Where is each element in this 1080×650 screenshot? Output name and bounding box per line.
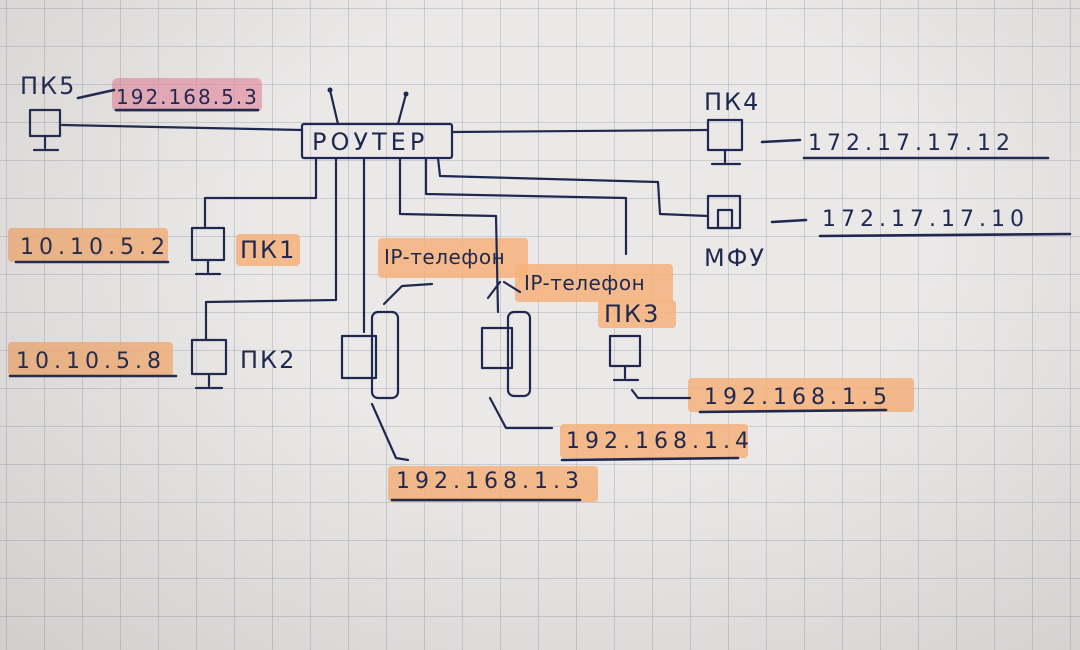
highlight-pc1-name: [236, 234, 300, 266]
link-router-pc1: [203, 156, 318, 230]
mfu-printer-icon: [706, 194, 742, 230]
link-router-pc5: [60, 123, 304, 132]
router-box: [300, 122, 454, 160]
pc1-name: ПК1: [240, 236, 296, 264]
pc3-name: ПК3: [604, 300, 660, 328]
pc1-ip: 10.10.5.2: [20, 235, 170, 260]
link-router-pc4: [450, 128, 710, 134]
ip-phone-2-icon: [480, 310, 532, 398]
pc2-ip: 10.10.5.8: [16, 349, 166, 374]
router-label: РОУТЕР: [312, 128, 428, 156]
pc2-monitor-icon: [190, 338, 228, 390]
pc4-name: ПК4: [704, 88, 760, 116]
highlight-pc2-ip: [8, 342, 173, 376]
link-router-pc2: [204, 156, 338, 342]
pc5-name: ПК5: [20, 72, 76, 100]
phone1-ip: 192.168.1.3: [396, 469, 584, 494]
pc4-ip: 172.17.17.12: [808, 131, 1015, 156]
link-router-mfu: [436, 156, 710, 218]
highlight-phone2-name: [515, 264, 673, 302]
phone2-ip: 192.168.1.4: [566, 429, 754, 454]
link-router-pc3: [424, 156, 628, 256]
pc1-monitor-icon: [190, 226, 226, 276]
highlight-pc1-ip: [8, 228, 168, 262]
highlight-pc3-ip: [688, 378, 914, 412]
highlight-phone2-ip: [560, 424, 748, 458]
pc5-ip: 192.168.5.3: [116, 85, 259, 109]
pc2-name: ПК2: [240, 346, 296, 374]
router-antenna-right: [396, 92, 408, 126]
pc4-monitor-icon: [706, 118, 744, 166]
router-antenna-left: [328, 88, 340, 126]
mfu-ip: 172.17.17.10: [822, 207, 1029, 232]
phone2-name: IP-телефон: [524, 271, 645, 295]
link-router-phone2: [398, 156, 500, 314]
highlight-phone1-ip: [388, 466, 598, 502]
highlight-pc5-ip: [112, 78, 262, 112]
highlight-pc3-name: [598, 300, 676, 328]
pc5-monitor-icon: [28, 108, 62, 152]
highlight-phone1-name: [378, 238, 528, 278]
mfu-name: МФУ: [704, 244, 766, 272]
pc3-monitor-icon: [608, 334, 642, 382]
ip-phone-1-icon: [340, 310, 400, 400]
phone1-name: IP-телефон: [384, 245, 505, 269]
pc3-ip: 192.168.1.5: [704, 385, 892, 410]
